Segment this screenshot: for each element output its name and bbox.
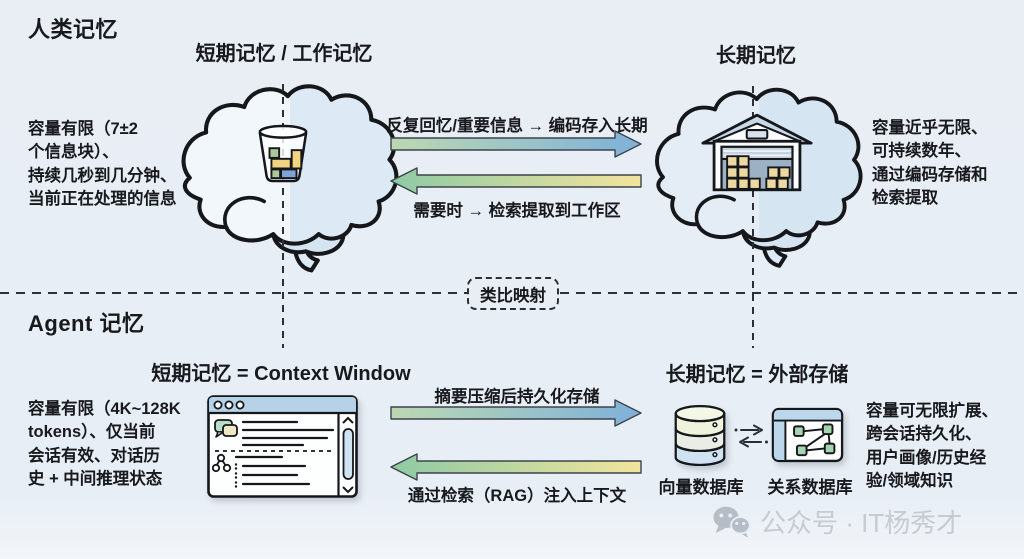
retrieve-arrow-label: 需要时 → 检索提取到工作区 — [413, 202, 621, 220]
persist-arrow-icon — [390, 399, 642, 427]
right-dashed-axis — [752, 86, 754, 348]
window-traffic-lights-icon — [213, 400, 245, 410]
watermark-text: 公众号 · IT杨秀才 — [760, 508, 963, 538]
encode-arrow-icon — [390, 130, 642, 158]
agent-long-term-note: 容量可无限扩展、 跨会话持久化、 用户画像/历史经 验/领域知识 — [866, 402, 998, 491]
message-lines — [241, 420, 335, 447]
human-long-term-note: 容量近乎无限、 可持续数年、 通过编码存储和 检索提取 — [872, 119, 988, 208]
working-memory-cup-icon — [258, 124, 308, 183]
rag-arrow-label: 通过检索（RAG）注入上下文 — [407, 487, 627, 505]
chat-bubbles-icon — [214, 419, 238, 438]
persist-arrow-label: 摘要压缩后持久化存储 — [434, 388, 600, 406]
scrollbar-thumb — [342, 428, 354, 480]
agent-short-term-note: 容量有限（4K~128K tokens）、仅当前 会话有效、对话历 史 + 中间… — [28, 400, 181, 489]
vector-database-icon — [674, 405, 726, 467]
relational-database-icon — [771, 407, 844, 463]
agent-memory-section-title: Agent 记忆 — [28, 311, 145, 336]
wechat-icon — [713, 506, 751, 538]
encode-arrow-label: 反复回忆/重要信息 → 编码存入长期 — [386, 117, 648, 135]
agent-short-term-title: 短期记忆 = Context Window — [151, 363, 411, 385]
human-long-term-title: 长期记忆 — [716, 45, 796, 67]
context-window-illustration — [207, 395, 358, 498]
human-short-term-title: 短期记忆 / 工作记忆 — [195, 43, 373, 65]
retrieve-arrow-icon — [390, 167, 642, 195]
vector-db-label: 向量数据库 — [658, 478, 744, 497]
sync-arrows-icon — [734, 424, 768, 448]
human-short-term-note: 容量有限（7±2 个信息块）、 持续几秒到几分钟、 当前正在处理的信息 — [28, 120, 177, 209]
left-dashed-axis — [282, 84, 284, 348]
graph-nodes — [793, 423, 836, 457]
scroll-down-icon — [342, 486, 354, 494]
human-memory-section-title: 人类记忆 — [28, 17, 119, 42]
scroll-up-icon — [342, 416, 354, 424]
rag-arrow-icon — [390, 453, 642, 481]
graph-edges — [803, 428, 831, 452]
bullet-dots — [234, 463, 238, 488]
warehouse-icon — [701, 113, 813, 192]
relational-db-label: 关系数据库 — [767, 478, 853, 497]
reasoning-graph-icon — [211, 453, 232, 473]
agent-long-term-title: 长期记忆 = 外部存储 — [665, 364, 849, 386]
analogy-mapping-badge: 类比映射 — [467, 277, 559, 310]
reasoning-lines — [234, 455, 311, 486]
